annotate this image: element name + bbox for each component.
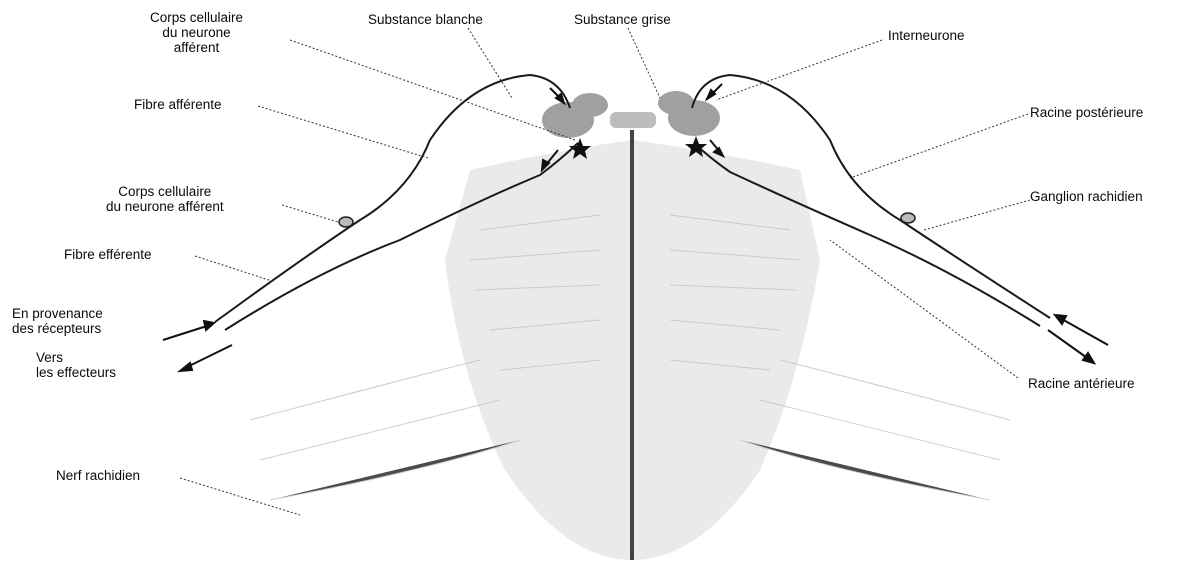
label-vers-effecteurs: Vers les effecteurs xyxy=(36,350,116,380)
label-interneurone: Interneurone xyxy=(888,28,965,43)
label-corps-cellulaire-haut: Corps cellulaire du neurone afférent xyxy=(150,10,243,55)
label-corps-cellulaire-gauche: Corps cellulaire du neurone afférent xyxy=(106,184,224,214)
label-fibre-afferente: Fibre afférente xyxy=(134,97,222,112)
label-nerf-rachidien: Nerf rachidien xyxy=(56,468,140,483)
right-ganglion xyxy=(901,213,915,223)
label-fibre-efferente: Fibre efférente xyxy=(64,247,152,262)
label-racine-anterieure: Racine antérieure xyxy=(1028,376,1135,391)
left-ganglion xyxy=(339,217,353,227)
label-substance-grise: Substance grise xyxy=(574,12,671,27)
label-ganglion-rachidien: Ganglion rachidien xyxy=(1030,189,1143,204)
label-en-provenance: En provenance des récepteurs xyxy=(12,306,103,336)
label-racine-posterieure: Racine postérieure xyxy=(1030,105,1143,120)
label-substance-blanche: Substance blanche xyxy=(368,12,483,27)
